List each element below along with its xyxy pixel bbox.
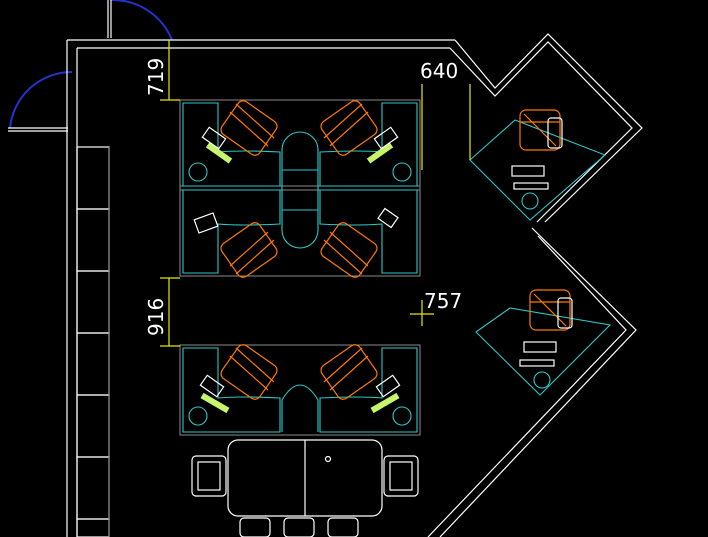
conference-chair-bottom-2 — [283, 517, 315, 537]
conference-chair-bottom-3 — [327, 517, 359, 537]
workstation-cluster-lower — [179, 344, 421, 436]
conference-chair-right — [383, 455, 419, 497]
dimension-lines — [160, 40, 471, 347]
wall-lower-diagonal-outer — [439, 227, 637, 537]
phone-lower-right — [375, 374, 401, 398]
central-oval-table — [281, 131, 319, 249]
door-swing-top — [110, 0, 173, 41]
chair-upper-tl — [220, 100, 278, 156]
pedestal-lower-right — [392, 406, 412, 426]
phone-upper-bl — [193, 212, 219, 234]
workstation-cluster-upper — [179, 99, 421, 278]
desk-angled-lower — [475, 307, 612, 396]
storage-cabinets — [76, 146, 110, 537]
keyboard-upper-tr — [366, 142, 394, 164]
door-swing-left — [9, 70, 73, 129]
cabinet-3 — [76, 270, 110, 334]
pedestal-lower-left — [188, 406, 208, 426]
keyboard-angled-lower — [523, 341, 557, 353]
dim-label-719: 719 — [144, 58, 168, 96]
phone-upper-br — [377, 207, 399, 229]
chair-lower-left — [220, 344, 278, 400]
conference-chair-left — [191, 455, 227, 497]
lower-half-round-table — [281, 384, 319, 432]
keyboard-lower-left — [200, 392, 230, 414]
conference-table-port — [324, 455, 332, 463]
tray-angled-upper — [513, 182, 549, 190]
desk-lower-right — [319, 347, 418, 433]
dim-label-757: 757 — [424, 289, 462, 313]
door-swings — [8, 0, 173, 132]
conference-chair-bottom-1 — [239, 517, 271, 537]
conference-area — [191, 439, 419, 537]
cabinet-1 — [76, 146, 110, 210]
cabinet-4 — [76, 332, 110, 396]
phone-upper-tr — [373, 126, 399, 150]
angled-office-upper — [469, 109, 607, 221]
desk-upper-br — [319, 189, 418, 274]
pedestal-upper-tr — [392, 162, 412, 182]
desk-lower-left — [182, 347, 281, 433]
tray-angled-lower — [519, 359, 555, 367]
desk-angled-upper — [469, 119, 607, 221]
phone-lower-left — [199, 374, 225, 398]
cabinet-6 — [76, 456, 110, 520]
pedestal-angled-upper — [521, 192, 539, 210]
chair-angled-upper — [519, 109, 563, 151]
pedestal-angled-lower — [533, 371, 551, 389]
wall-upper-zigzag-inner — [449, 41, 633, 223]
conference-chair-left-seat — [197, 461, 221, 491]
chair-angled-lower — [529, 289, 573, 331]
wall-lower-diagonal-inner — [427, 235, 627, 537]
keyboard-lower-right — [370, 392, 400, 414]
angled-office-lower — [475, 289, 612, 396]
dim-label-640: 640 — [420, 59, 458, 83]
phone-upper-tl — [201, 126, 227, 150]
cabinet-2 — [76, 208, 110, 272]
dim-label-916: 916 — [144, 298, 168, 336]
chair-lower-right — [320, 344, 378, 400]
chair-upper-tr — [320, 100, 378, 156]
cluster-lower-outline — [179, 344, 421, 436]
desk-upper-bl — [182, 189, 281, 274]
chair-upper-bl — [220, 222, 278, 278]
cabinet-5 — [76, 394, 110, 458]
keyboard-upper-tl — [205, 142, 233, 164]
walls — [66, 33, 643, 537]
conference-chair-right-seat — [389, 461, 413, 491]
pedestal-upper-tl — [188, 162, 208, 182]
chair-upper-br — [320, 222, 378, 278]
cluster-upper-outline — [179, 99, 421, 277]
wall-upper-zigzag-outer — [454, 33, 643, 223]
keyboard-angled-upper — [511, 165, 545, 177]
cabinet-7 — [76, 518, 110, 537]
